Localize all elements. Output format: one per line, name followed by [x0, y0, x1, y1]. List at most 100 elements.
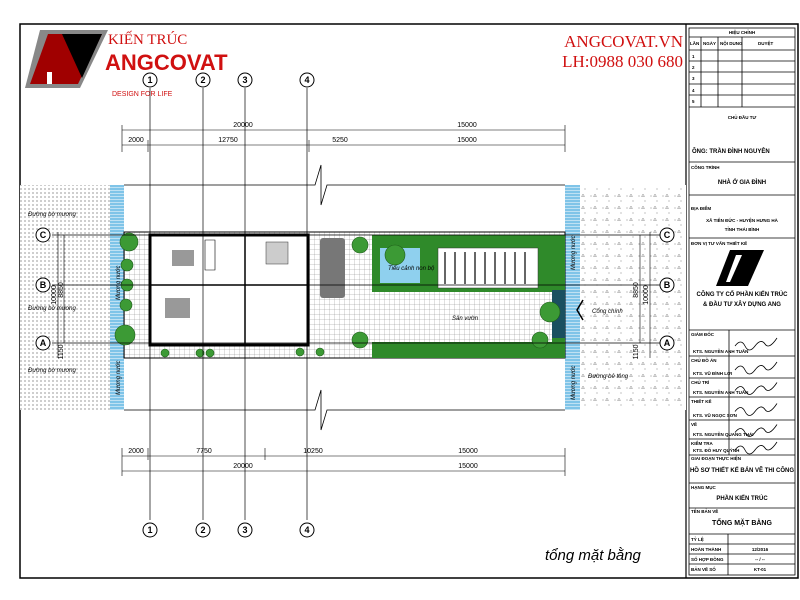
label-water-channel-left-2: Mương nước	[116, 360, 122, 395]
dimension-lines	[57, 125, 651, 476]
label-main-gate: Cổng chính	[592, 308, 623, 315]
dim-right-2: 10000	[643, 285, 650, 305]
dim-bottom-total-1: 20000	[233, 463, 253, 470]
dim-bottom-total-2: 15000	[458, 463, 478, 470]
signature	[734, 361, 778, 375]
role-name: KTS. VŨ ĐÌNH LỢI	[693, 369, 732, 376]
dim-bottom-part-1: 2000	[128, 448, 144, 455]
project-label: CÔNG TRÌNH	[691, 163, 720, 170]
completed-label: HOÀN THÀNH	[691, 546, 721, 552]
grid-row-b-right: B	[664, 280, 671, 290]
role-label: KIỂM TRA	[691, 440, 713, 446]
dim-left-1: 10000	[51, 285, 58, 305]
label-water-channel-left-1: Mương nước	[116, 265, 122, 300]
grid-col-2-bottom: 2	[200, 525, 205, 535]
dim-left-2: 8850	[58, 282, 65, 298]
car	[320, 238, 345, 298]
dim-bottom-part-3: 10250	[303, 448, 323, 455]
grid-bubbles-top	[35, 72, 675, 538]
dim-top-total-1: 20000	[233, 122, 253, 129]
label-canal-road-1: Đường bờ mương	[28, 212, 76, 218]
angcovat-logo	[25, 30, 108, 88]
entry-arrow-icon	[576, 299, 584, 321]
drawing-value: TỔNG MẶT BẰNG	[712, 518, 772, 527]
phase-value: HỒ SƠ THIẾT KẾ BẢN VẼ THI CÔNG	[690, 466, 794, 474]
staircase	[204, 239, 216, 271]
label-canal-road-2: Đường bờ mương	[28, 306, 76, 312]
dim-top-part-4: 15000	[457, 137, 477, 144]
sheet-value: KT-01	[754, 567, 767, 572]
revision-row-1: 1	[692, 54, 695, 59]
revision-row-2: 2	[692, 65, 695, 70]
grid-col-3: 3	[242, 75, 247, 85]
scale-label: TỶ LỆ	[691, 535, 704, 542]
bed	[265, 241, 289, 265]
watermark-phone: LH:0988 030 680	[562, 52, 683, 71]
dim-top-part-1: 2000	[128, 137, 144, 144]
grid-col-1: 1	[147, 75, 152, 85]
signature	[734, 424, 778, 437]
project-name: NHÀ Ở GIA ĐÌNH	[718, 178, 766, 186]
dim-top-part-3: 5250	[332, 137, 348, 144]
dining-table	[172, 250, 194, 266]
category-value: PHẦN KIẾN TRÚC	[716, 495, 768, 502]
role-label: VẼ	[691, 421, 697, 427]
label-yard: Sân vườn	[452, 316, 479, 322]
role-name: KTS. VŨ NGỌC SƠN	[693, 412, 737, 418]
revision-header: HIỆU CHỈNH	[729, 28, 755, 35]
grid-row-a: A	[40, 338, 47, 348]
label-water-channel-right-2: Mương nước	[571, 365, 577, 400]
dim-top-part-2: 12750	[218, 137, 238, 144]
role-name: KTS. ĐỖ HUY QUỲNH	[693, 447, 739, 453]
canal-road-area	[20, 185, 110, 410]
signature	[734, 403, 778, 416]
label-rockery: Tiểu cảnh non bộ	[388, 265, 435, 272]
contract-value: -- / --	[755, 557, 765, 562]
watermark-website: ANGCOVAT.VN	[564, 32, 683, 51]
grid-row-b: B	[40, 280, 47, 290]
owner-name: ÔNG: TRẦN ĐÌNH NGUYÊN	[692, 147, 770, 155]
role-name: KTS. NGUYỄN QUANG THÁI	[693, 431, 754, 437]
grid-col-4: 4	[304, 75, 309, 85]
contract-label: SỐ HỢP ĐỒNG	[691, 556, 724, 562]
phase-label: GIAI ĐOẠN THỰC HIỆN	[691, 454, 741, 461]
grid-col-4-bottom: 4	[304, 525, 309, 535]
revision-row-5: 5	[692, 99, 695, 104]
location-line-2: TỈNH THÁI BÌNH	[725, 225, 760, 232]
category-label: HẠNG MỤC	[691, 485, 716, 490]
dim-top-total-2: 15000	[457, 122, 477, 129]
trees	[114, 232, 561, 358]
drawing-caption: tổng mặt bằng	[545, 547, 642, 564]
revision-col-4: DUYỆT	[758, 39, 774, 46]
owner-label: CHỦ ĐẦU TƯ	[728, 114, 757, 120]
sheet-label: BẢN VẼ SỐ	[691, 566, 716, 572]
dim-right-3: 1150	[633, 344, 640, 359]
concrete-road-area	[580, 185, 686, 410]
label-concrete-road: Đường bê tông	[588, 374, 629, 380]
company-line-2: & ĐẦU TƯ XÂY DỰNG ANG	[703, 301, 781, 308]
label-canal-road-3: Đường bờ mương	[28, 368, 76, 374]
grid-row-c: C	[40, 230, 47, 240]
dim-bottom-part-2: 7750	[196, 448, 212, 455]
grid-lines	[52, 88, 660, 520]
pergola	[437, 247, 539, 289]
role-label: GIÁM ĐỐC	[691, 331, 715, 337]
revision-row-4: 4	[692, 88, 695, 93]
signature	[734, 382, 778, 395]
revision-col-2: NGÀY	[703, 40, 716, 46]
signature	[734, 441, 778, 455]
grid-col-1-bottom: 1	[147, 525, 152, 535]
revision-row-3: 3	[692, 76, 695, 81]
role-label: CHỦ TRÌ	[691, 378, 710, 385]
company-line-1: CÔNG TY CỔ PHẦN KIẾN TRÚC	[697, 290, 789, 298]
dim-bottom-part-4: 15000	[458, 448, 478, 455]
dim-left-3: 1150	[58, 344, 65, 359]
location-label: ĐỊA ĐIỂM	[691, 205, 711, 211]
role-name: KTS. NGUYỄN ANH TUẤN	[693, 389, 748, 395]
dim-right-1: 8850	[633, 282, 640, 298]
location-line-1: XÃ TIÊN ĐỨC - HUYỆN HƯNG HÀ	[706, 216, 778, 223]
grid-row-c-right: C	[664, 230, 671, 240]
grid-col-3-bottom: 3	[242, 525, 247, 535]
role-label: CHỦ ĐỒ ÁN	[691, 357, 717, 363]
